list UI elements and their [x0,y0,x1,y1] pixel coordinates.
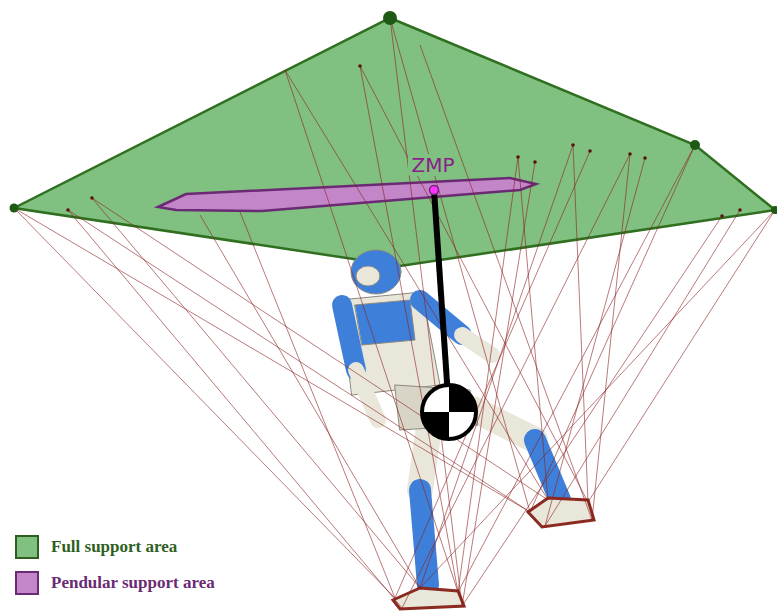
robot-head [351,250,401,294]
pendulum-rod [434,190,449,412]
zmp-point [430,186,439,195]
vertex-dots [10,11,777,214]
robot-upper-arm [342,305,356,370]
legend-entry: Full support area [15,535,177,559]
robot-forearm [462,335,492,355]
pendular-support-polygon [158,178,536,211]
robot-forearm [356,370,378,420]
point-label: ZMP [408,154,457,176]
legend-label: Full support area [51,537,177,557]
legend-swatch [15,571,39,595]
legend-swatch [15,535,39,559]
contact-force-lines [14,18,775,608]
robot-foot [528,498,594,527]
robot-chest [355,300,415,345]
legend-label: Pendular support area [51,573,215,593]
anchor-dots [66,64,742,218]
legend-entry: Pendular support area [15,571,215,595]
robot-foot [393,588,464,609]
com-symbol [422,385,476,439]
robot-visor [356,266,380,286]
